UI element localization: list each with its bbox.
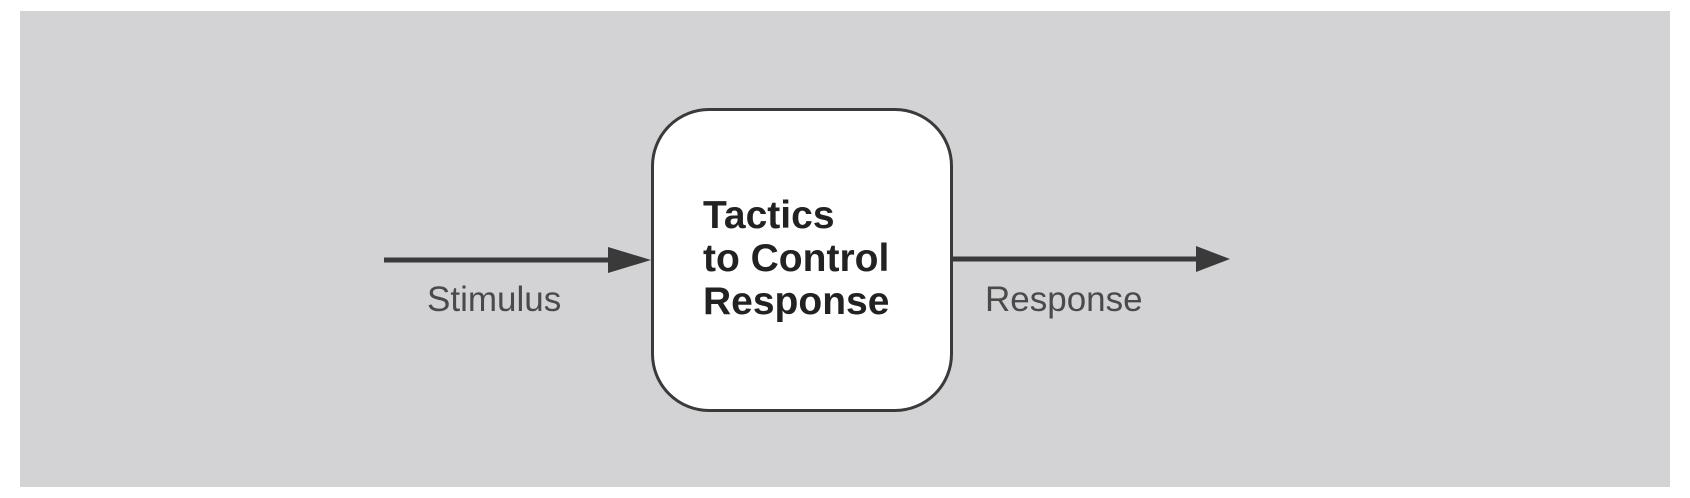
tactics-box-title-line-1: Tactics — [703, 194, 835, 237]
stimulus-label: Stimulus — [427, 280, 562, 319]
response-label: Response — [985, 280, 1143, 319]
tactics-box — [651, 108, 953, 412]
tactics-box-title: Tactics to Control Response — [703, 194, 943, 323]
tactics-box-title-line-3: Response — [703, 280, 890, 323]
stimulus-arrow — [384, 247, 651, 273]
stimulus-arrowhead — [608, 247, 651, 273]
response-arrow — [953, 246, 1230, 272]
response-arrowhead — [1196, 246, 1230, 272]
tactics-box-title-line-2: to Control — [703, 237, 890, 280]
